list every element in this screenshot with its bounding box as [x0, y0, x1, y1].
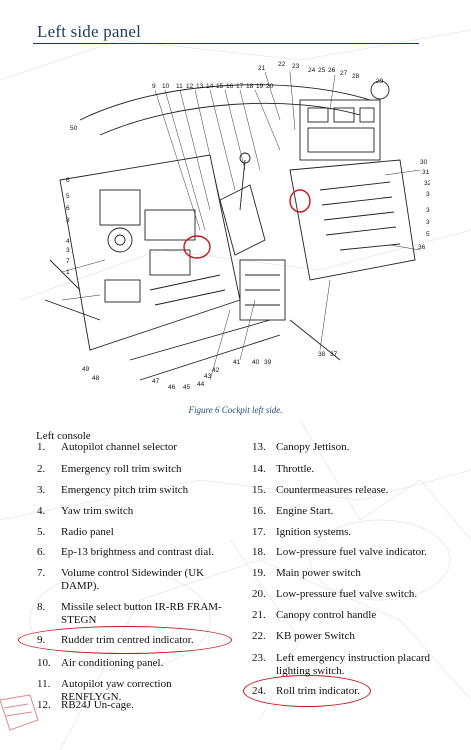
callout-11: 11 [176, 83, 183, 90]
list-item: 8.Missile select button IR-RB FRAM-STEGN [37, 601, 222, 626]
highlight-ellipse-item-9 [18, 626, 232, 654]
list-item: 3.Emergency pitch trim switch [37, 484, 189, 496]
section-label: Left console [36, 430, 91, 442]
callout-8: 8 [66, 217, 70, 224]
list-item: 12.RB24J Un-cage. [37, 699, 134, 711]
callout-33: 33 [426, 191, 430, 198]
callout-14: 14 [206, 83, 214, 90]
list-item: 7.Volume control Sidewinder (UK DAMP). [37, 567, 205, 592]
callout-47: 47 [152, 378, 160, 385]
callout-1: 1 [66, 269, 70, 276]
callout-15: 15 [216, 83, 224, 90]
callout-9: 9 [152, 83, 156, 90]
callout-41: 41 [233, 359, 241, 366]
list-item: 11.Autopilot yaw correction RENFLYGN. [37, 678, 172, 703]
list-item: 13.Canopy Jettison. [252, 441, 350, 453]
callout-6a: 6 [66, 177, 70, 184]
callout-45: 45 [183, 384, 191, 390]
callout-25: 25 [318, 67, 326, 74]
callout-44: 44 [197, 381, 205, 388]
callout-22: 22 [278, 61, 286, 68]
callout-35: 35 [426, 219, 430, 226]
list-item: 10.Air conditioning panel. [37, 657, 164, 669]
callout-31: 31 [422, 169, 430, 176]
list-item: 5.Radio panel [37, 526, 114, 538]
callout-19: 19 [256, 83, 264, 90]
callout-49: 49 [82, 366, 90, 373]
title-divider [33, 43, 419, 44]
callout-32: 32 [424, 180, 430, 187]
callout-12: 12 [186, 83, 194, 90]
list-item: 14.Throttle. [252, 463, 315, 475]
list-item: 16.Engine Start. [252, 505, 334, 517]
callout-10: 10 [162, 83, 170, 90]
callout-46: 46 [168, 384, 176, 390]
callout-13: 13 [196, 83, 204, 90]
callout-24: 24 [308, 67, 316, 74]
callout-30: 30 [420, 159, 428, 166]
highlight-roll-trim-indicator [289, 189, 311, 213]
callout-26: 26 [328, 67, 336, 74]
callout-39: 39 [264, 359, 272, 366]
callout-28: 28 [352, 73, 360, 80]
callout-20: 20 [266, 83, 274, 90]
callout-48: 48 [92, 375, 100, 382]
figure-caption: Figure 6 Cockpit left side. [188, 405, 283, 415]
highlight-rudder-trim-indicator [183, 235, 211, 259]
cockpit-diagram: 9 10 11 12 13 14 15 16 17 18 19 20 21 22… [44, 61, 430, 390]
list-item: 15.Countermeasures release. [252, 484, 389, 496]
callout-29: 29 [376, 78, 384, 85]
list-item: 17.Ignition systems. [252, 526, 352, 538]
list-item: 4.Yaw trim switch [37, 505, 134, 517]
list-item: 22.KB power Switch [252, 630, 355, 642]
callout-7: 7 [66, 258, 70, 265]
callout-37: 37 [330, 351, 338, 358]
callout-50: 50 [70, 125, 78, 132]
list-item: 1.Autopilot channel selector [37, 441, 178, 453]
callout-36: 36 [418, 244, 426, 251]
callout-5a: 5 [66, 193, 70, 200]
list-item: 18.Low-pressure fuel valve indicator. [252, 546, 427, 558]
callout-4: 4 [66, 238, 70, 245]
callout-34: 34 [426, 207, 430, 214]
callout-18: 18 [246, 83, 254, 90]
callout-27: 27 [340, 70, 348, 77]
callout-40: 40 [252, 359, 260, 366]
callout-3: 3 [66, 247, 70, 254]
list-item: 6.Ep-13 brightness and contrast dial. [37, 546, 215, 558]
list-item: 23.Left emergency instruction placard li… [252, 652, 431, 677]
callout-23: 23 [292, 63, 300, 70]
callout-6b: 6 [66, 205, 70, 212]
list-item: 2.Emergency roll trim switch [37, 463, 182, 475]
callout-42: 42 [212, 367, 220, 374]
list-item: 20.Low-pressure fuel valve switch. [252, 588, 418, 600]
callout-43: 43 [204, 373, 212, 380]
page-title: Left side panel [37, 22, 142, 41]
list-item: 19.Main power switch [252, 567, 361, 579]
highlight-ellipse-item-24 [243, 675, 371, 707]
callout-38: 38 [318, 351, 326, 358]
callout-51: 51 [426, 231, 430, 238]
stamp-fragment [0, 694, 39, 731]
callout-21: 21 [258, 65, 266, 72]
list-item: 21.Canopy control handle [252, 609, 377, 621]
callout-17: 17 [236, 83, 244, 90]
callout-16: 16 [226, 83, 234, 90]
